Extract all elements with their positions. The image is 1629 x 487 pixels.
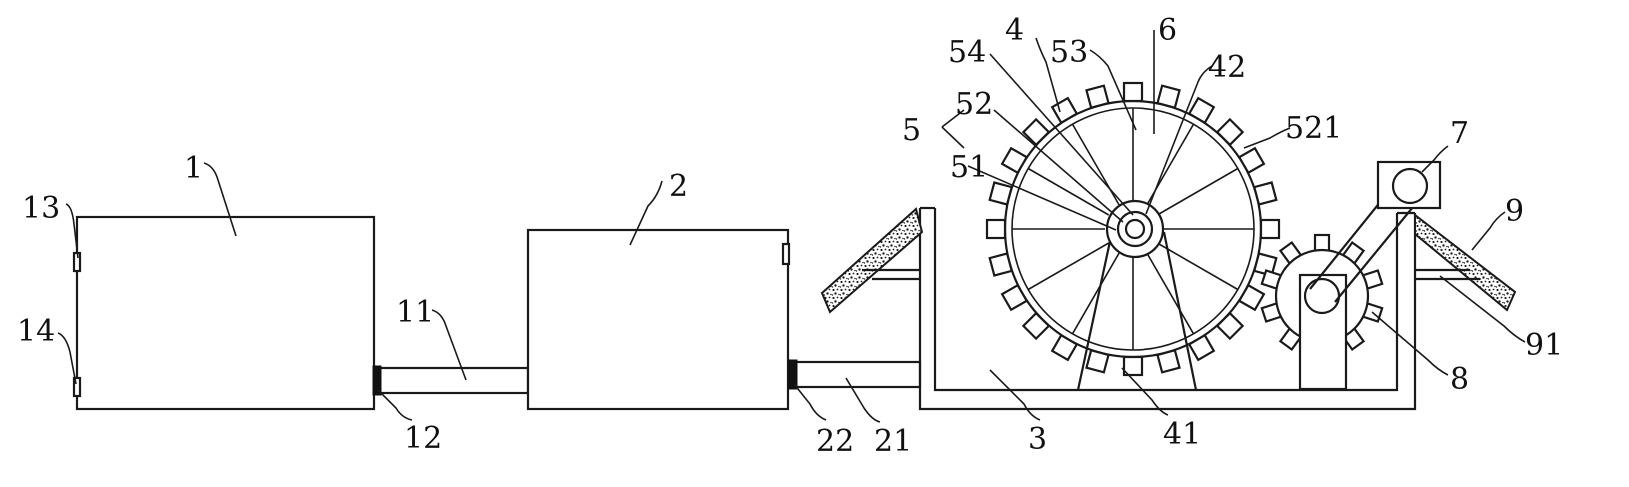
pipe-21	[787, 359, 922, 390]
wheel-scoop-521	[1122, 81, 1144, 103]
wheel-scoop-521	[1215, 117, 1245, 147]
label-6: 6	[1158, 13, 1177, 48]
left-guide-plate	[820, 207, 924, 314]
wheel-scoop-521	[1000, 283, 1029, 312]
wheel-scoop-521	[1237, 146, 1266, 175]
label-14: 14	[17, 314, 55, 349]
hub-42	[1105, 199, 1165, 259]
label-9: 9	[1505, 194, 1524, 229]
wheel-spoke	[1146, 252, 1195, 335]
wheel-spoke	[1156, 167, 1239, 216]
wheel-scoop-521	[1050, 333, 1079, 362]
label-91: 91	[1525, 328, 1563, 363]
label-5: 5	[902, 113, 921, 148]
wheel-scoop-521	[1021, 117, 1051, 147]
label-11: 11	[396, 295, 434, 330]
wheel-spoke	[1027, 242, 1110, 291]
wheel-scoop-521	[1259, 218, 1281, 240]
gear-bracket	[1298, 273, 1348, 391]
label-4: 4	[1005, 13, 1024, 48]
wheel-spoke	[1071, 252, 1120, 335]
part-14	[72, 376, 82, 398]
wheel-scoop-521	[1021, 311, 1051, 341]
box-1	[72, 215, 376, 411]
wheel-scoop-521	[1215, 311, 1245, 341]
wheel-scoop-521	[1050, 96, 1079, 125]
wheel-scoop-521	[988, 252, 1014, 277]
wheel-scoop-521	[1187, 333, 1216, 362]
label-1: 1	[184, 151, 203, 186]
wheel-scoop-521	[1187, 96, 1216, 125]
wheel-scoop-521	[1085, 348, 1110, 374]
joint-12	[372, 365, 382, 396]
label-54: 54	[948, 35, 986, 70]
wheel-scoop-521	[1156, 348, 1181, 374]
wheel-spoke	[1027, 167, 1110, 216]
label-13: 13	[22, 191, 60, 226]
label-21: 21	[874, 424, 912, 459]
wheel-spoke	[1071, 123, 1120, 206]
label-7: 7	[1450, 116, 1469, 151]
label-52: 52	[955, 87, 993, 122]
label-12: 12	[404, 421, 442, 456]
label-8: 8	[1450, 362, 1469, 397]
wheel-scoop-521	[1237, 283, 1266, 312]
wheel-scoop-521	[1252, 181, 1278, 206]
joint-22	[787, 359, 798, 390]
label-521: 521	[1285, 111, 1342, 146]
label-51: 51	[950, 150, 988, 185]
wheel-spoke	[1156, 242, 1239, 291]
wheel-5	[985, 81, 1281, 377]
right-guide-plate-9	[1414, 212, 1517, 312]
reference-labels: 1 2 3 4 5 6 7 8 9 11 12 13 14 21 22 41 4…	[17, 13, 1563, 459]
label-22: 22	[816, 424, 854, 459]
wheel-scoop-521	[1000, 146, 1029, 175]
label-3: 3	[1028, 422, 1047, 457]
wheel-scoop-521	[1156, 84, 1181, 110]
wheel-scoop-521	[1252, 252, 1278, 277]
label-53: 53	[1050, 35, 1088, 70]
wheel-scoop-521	[988, 181, 1014, 206]
tank-3	[918, 206, 1417, 411]
label-2: 2	[669, 169, 688, 204]
pipe-11	[372, 365, 530, 396]
wheel-scoop-521	[1085, 84, 1110, 110]
wheel-scoop-521	[985, 218, 1007, 240]
wheel-scoop-521	[1122, 355, 1144, 377]
motor-7	[1309, 160, 1442, 303]
label-42: 42	[1208, 50, 1246, 85]
gear-tooth	[1313, 233, 1331, 253]
leader-lines	[57, 30, 1526, 423]
box-2	[526, 228, 791, 411]
label-41: 41	[1163, 417, 1201, 452]
